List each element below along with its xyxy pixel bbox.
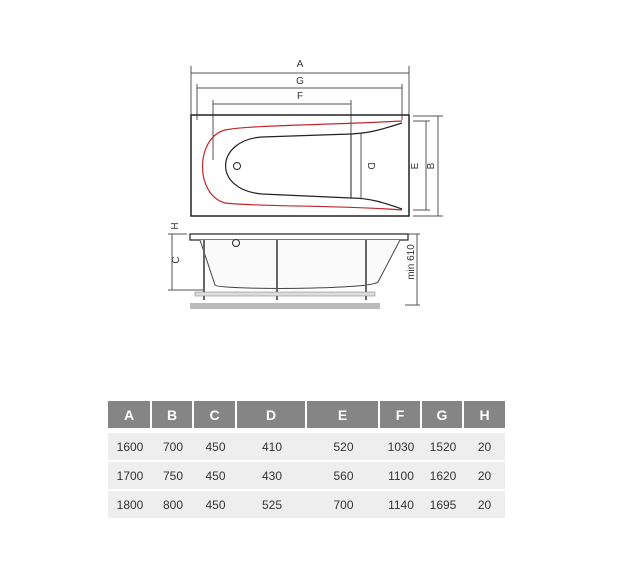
label-a: A	[297, 59, 304, 70]
table-row: 1600 700 450 410 520 1030 1520 20	[108, 433, 505, 462]
bathtub-diagram: A G F D E B H C min 610	[168, 59, 443, 309]
cell: 1700	[116, 468, 144, 483]
table-row: 1800 800 450 525 700 1140 1695 20	[108, 491, 505, 520]
label-g: G	[296, 76, 304, 87]
cell: 750	[162, 468, 184, 483]
cell: 1800	[116, 497, 144, 512]
header-b: B	[152, 401, 192, 428]
cell: 1100	[388, 468, 414, 483]
cell: 1140	[388, 497, 414, 512]
cell: 20	[477, 497, 492, 512]
cell: 800	[162, 497, 184, 512]
cell: 20	[477, 468, 492, 483]
label-d: D	[365, 162, 376, 169]
cell: 1600	[116, 439, 144, 454]
header-g: G	[422, 401, 462, 428]
cell: 1620	[429, 468, 457, 483]
cell: 700	[333, 497, 354, 512]
label-c: C	[171, 256, 182, 263]
cell: 525	[261, 497, 283, 512]
cell: 430	[261, 468, 283, 483]
cell: 450	[205, 497, 226, 512]
cell: 20	[477, 439, 492, 454]
cell: 1030	[387, 439, 415, 454]
header-d: D	[237, 401, 305, 428]
header-e: E	[307, 401, 378, 428]
cell: 700	[162, 439, 184, 454]
cell: 1695	[429, 497, 457, 512]
header-f: F	[380, 401, 420, 428]
table-header: A B C D E F G H	[108, 401, 505, 428]
label-f: F	[297, 91, 303, 102]
label-b: B	[426, 162, 437, 169]
cell: 560	[333, 468, 354, 483]
header-h: H	[464, 401, 505, 428]
table-row: 1700 750 450 430 560 1100 1620 20	[108, 462, 505, 491]
label-h: H	[170, 222, 181, 229]
dimensions-table: A B C D E F G H 1600 700 450 410 520 103…	[108, 401, 505, 520]
header-a: A	[108, 401, 150, 428]
label-e: E	[410, 162, 421, 169]
cell: 410	[261, 439, 283, 454]
label-min: min 610	[406, 244, 417, 280]
cell: 520	[333, 439, 354, 454]
cell: 450	[205, 468, 226, 483]
cell: 450	[205, 439, 226, 454]
header-c: C	[194, 401, 235, 428]
cell: 1520	[429, 439, 457, 454]
